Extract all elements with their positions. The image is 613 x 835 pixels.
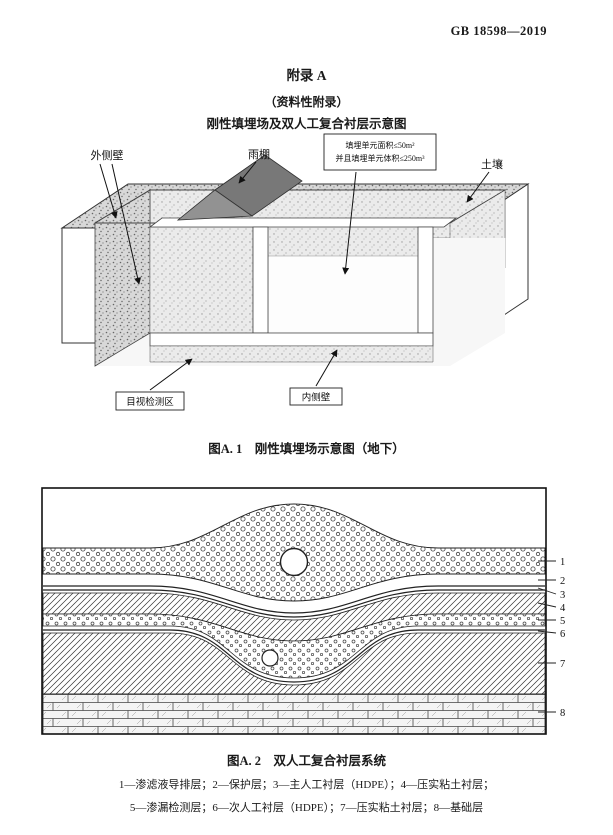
inner-wall-top-front [149, 332, 434, 347]
appendix-subtitle: （资料性附录） [264, 95, 349, 109]
unit-volume-label: 并且填埋单元体积≤250m³ [335, 153, 425, 163]
unit-arrow [342, 171, 357, 275]
layer-number-2: 2 [560, 576, 565, 587]
figure-a1-caption: 图A. 1 刚性填埋场示意图（地下） [208, 442, 405, 456]
layer-leaders [537, 560, 557, 713]
inner-wall-divider-left [252, 226, 269, 334]
figure-a2-diagram: 1 2 3 4 5 6 7 8 [41, 487, 566, 735]
outer-wall-arrow-2 [111, 163, 142, 285]
unit-area-label: 填埋单元面积≤50m² [345, 140, 415, 150]
canopy-gable-end [176, 189, 254, 221]
inner-wall-arrow [315, 349, 338, 387]
outer-wall-arrow-1 [99, 163, 118, 219]
figure-a1-diagram: 外侧壁 雨棚 填埋单元面积≤50m² 并且填埋单元体积≤250m³ 土壤 目视检… [60, 133, 530, 411]
layer-number-7: 7 [560, 659, 565, 670]
canopy-label: 雨棚 [248, 147, 270, 161]
layer-3-primary-hdpe-top [43, 585, 545, 614]
layer-8-foundation [42, 693, 546, 735]
left-cell-interior [149, 226, 254, 334]
inner-wall-label: 内侧壁 [302, 392, 331, 404]
canopy-arrow [238, 161, 257, 184]
right-cell-back-face [268, 227, 418, 256]
layer-number-6: 6 [560, 629, 565, 640]
inspection-zone-label: 目视检测区 [126, 396, 174, 408]
layer-5-leak-detection [42, 613, 546, 679]
inspection-zone-label-box [115, 391, 185, 411]
layer-6-secondary-hdpe [43, 629, 545, 683]
inner-wall-label-box [289, 387, 343, 406]
inner-wall-top-back [148, 217, 458, 228]
layer-number-5: 5 [560, 616, 565, 627]
layer-3-primary-hdpe-bottom [43, 589, 545, 618]
figure-a2-legend-line2: 5—渗漏检测层；6—次人工衬层（HDPE）；7—压实粘土衬层；8—基础层 [129, 802, 484, 814]
unit-label-box [323, 133, 437, 171]
layer-number-1: 1 [560, 557, 565, 568]
appendix-heading: 刚性填埋场及双人工复合衬层示意图 [206, 117, 407, 131]
appendix-title: 附录 A [286, 68, 327, 83]
layer-number-3: 3 [560, 590, 565, 601]
figure-a2-legend-line1: 1—渗滤液导排层；2—保护层；3—主人工衬层（HDPE）；4—压实粘土衬层； [118, 779, 495, 791]
figure-frame [41, 487, 547, 735]
collection-pipe [279, 547, 309, 577]
layer-number-8: 8 [560, 708, 565, 719]
soil-arrow [466, 171, 490, 203]
outer-wall-label: 外侧壁 [91, 148, 124, 162]
inner-wall-divider-right [417, 226, 434, 334]
layer-number-4: 4 [560, 603, 566, 614]
standard-number: GB 18598—2019 [450, 24, 547, 38]
inspection-zone-arrow [149, 358, 193, 391]
inner-wall-front-face [149, 345, 434, 363]
detection-pipe [261, 649, 279, 667]
layer-7-clay [42, 632, 546, 695]
soil-label: 土壤 [481, 157, 503, 171]
right-cell-floor [267, 255, 419, 334]
figure-a2-caption: 图A. 2 双人工复合衬层系统 [226, 754, 387, 768]
